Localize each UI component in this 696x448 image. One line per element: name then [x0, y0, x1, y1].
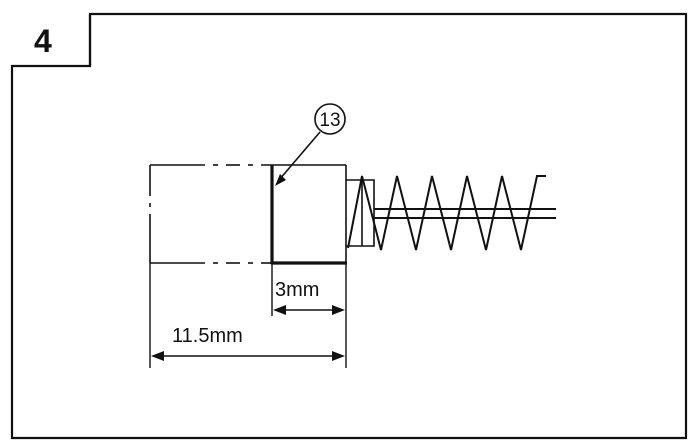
part-callout-number: 13 — [319, 110, 340, 131]
cylinder-body — [149, 164, 347, 264]
dimension-3mm — [271, 263, 347, 368]
step-number: 4 — [34, 23, 52, 59]
callout-arrowhead — [275, 174, 286, 186]
dimension-label-overall: 11.5mm — [172, 325, 243, 347]
callout-leader — [278, 131, 321, 181]
dimension-label-inner: 3mm — [275, 279, 319, 301]
spring — [347, 175, 546, 251]
diagram-frame — [10, 12, 688, 440]
part-callout-circle — [314, 103, 346, 135]
dimension-11-5mm — [149, 263, 345, 368]
plunger — [346, 179, 556, 247]
